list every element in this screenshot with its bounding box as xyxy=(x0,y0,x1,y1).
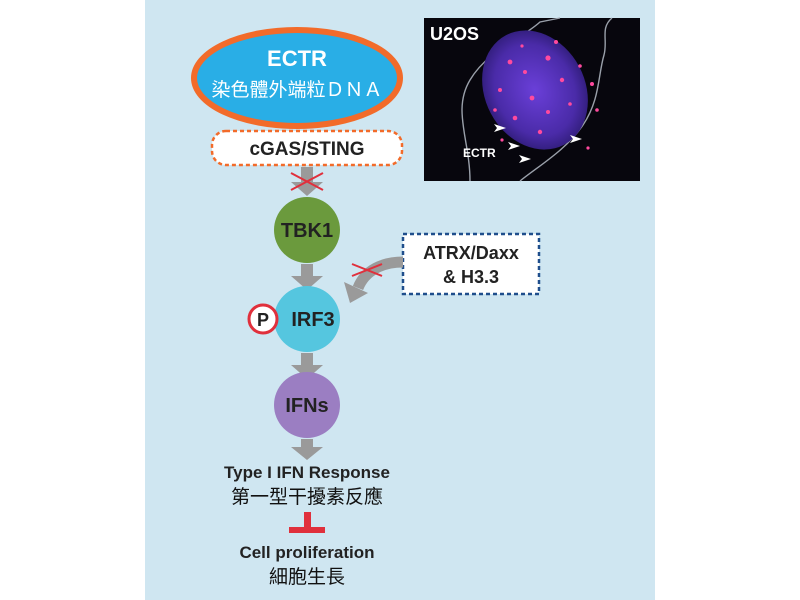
atrx-line2: & H3.3 xyxy=(443,267,499,287)
irf3-label: IRF3 xyxy=(291,309,334,331)
ifns-node: IFNs xyxy=(274,372,340,438)
ifns-label: IFNs xyxy=(285,395,328,417)
micrograph-ectr-label: ECTR xyxy=(463,146,496,160)
inhibition-bar-icon xyxy=(289,512,325,533)
response-en: Type I IFN Response xyxy=(224,463,390,482)
outcome-zh: 細胞生長 xyxy=(269,566,345,588)
ectr-foci xyxy=(493,40,599,150)
ectr-node: ECTR 染色體外端粒ＤＮＡ xyxy=(191,27,403,129)
inhibition-cross-icon xyxy=(351,263,383,277)
cgas-sting-label: cGAS/STING xyxy=(249,139,364,160)
atrx-line1: ATRX/Daxx xyxy=(423,243,519,263)
response-zh: 第一型干擾素反應 xyxy=(231,485,383,508)
irf3-node: IRF3 xyxy=(274,286,340,352)
phospho-label: P xyxy=(257,310,269,330)
arrow-ifns-to-response xyxy=(291,439,323,460)
phospho-badge: P xyxy=(247,303,279,335)
tbk1-label: TBK1 xyxy=(281,220,333,242)
ectr-title: ECTR xyxy=(267,46,327,71)
inhibition-cross-icon xyxy=(290,172,324,191)
arrow-tbk1-to-irf3 xyxy=(291,264,323,290)
outcome-en: Cell proliferation xyxy=(239,543,374,562)
arrow-atrx-to-irf3 xyxy=(344,256,404,303)
u2os-micrograph: U2OS ECTR xyxy=(424,17,640,182)
tbk1-node: TBK1 xyxy=(274,197,340,263)
micrograph-title: U2OS xyxy=(430,24,479,44)
ectr-subtitle: 染色體外端粒ＤＮＡ xyxy=(211,79,382,101)
cgas-sting-box: cGAS/STING xyxy=(210,129,404,167)
arrowhead-icon xyxy=(494,124,582,163)
atrx-daxx-box: ATRX/Daxx & H3.3 xyxy=(401,232,541,296)
